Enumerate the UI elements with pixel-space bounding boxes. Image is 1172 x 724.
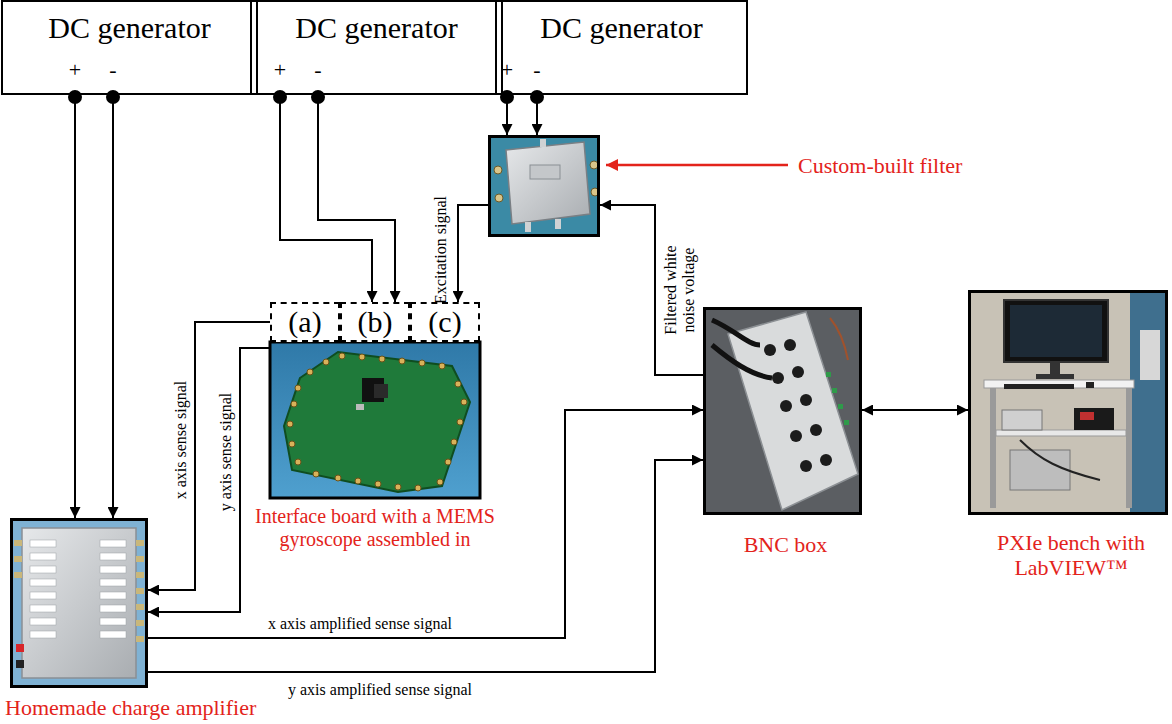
connector-group: (a) (270, 302, 340, 342)
node-label: DC generator (3, 2, 256, 46)
bnc-box-photo (703, 307, 862, 515)
interface-board-photo (270, 342, 480, 498)
connector-group: (b) (340, 302, 410, 342)
terminal-sign: - (533, 58, 540, 82)
signal-wire (318, 95, 395, 302)
bnc-box: BNC box (703, 307, 862, 515)
filter-box: Custom-built filter (488, 135, 600, 237)
generator-box: DC generator (250, 0, 503, 95)
node-label: (c) (428, 304, 461, 340)
node-label: (b) (358, 304, 393, 340)
pxie-bench-photo (968, 290, 1168, 515)
node-label: DC generator (497, 2, 746, 46)
signal-wire (862, 409, 968, 411)
signal-wire (280, 95, 372, 302)
callout-arrow (606, 164, 788, 167)
signal-label: Excitation signal (432, 196, 450, 304)
caption: PXIe bench with LabVIEW™ (971, 530, 1171, 581)
signal-wire (148, 348, 270, 612)
signal-wire (506, 95, 508, 135)
pxie-bench: PXIe bench with LabVIEW™ (968, 290, 1168, 515)
node-label: DC generator (252, 2, 501, 46)
signal-wire (148, 322, 270, 590)
terminal-sign: - (314, 58, 321, 82)
caption: Homemade charge amplifier (5, 695, 256, 720)
signal-label: x axis amplified sense signal (268, 615, 452, 633)
caption: BNC box (686, 532, 885, 557)
caption: Custom-built filter (798, 153, 962, 178)
signal-wire (600, 205, 703, 375)
terminal-sign: + (501, 58, 513, 82)
signal-label: y axis amplified sense signal (288, 681, 472, 699)
terminal-dot (68, 90, 544, 104)
signal-wire (112, 95, 114, 518)
generator-box: DC generator (495, 0, 748, 95)
terminal-sign: - (109, 58, 116, 82)
signal-wire (74, 95, 76, 518)
node-label: (a) (288, 304, 321, 340)
charge-amplifier: Homemade charge amplifier (10, 518, 148, 688)
caption: Interface board with a MEMS gyroscope as… (244, 505, 506, 551)
generator-box: DC generator (1, 0, 258, 95)
charge-amplifier-photo (10, 518, 148, 688)
terminal-sign: + (274, 58, 286, 82)
signal-label: Filtered white noise voltage (662, 235, 699, 345)
signal-label: x axis sense signal (172, 381, 190, 500)
terminal-sign: + (69, 58, 81, 82)
connector-group: (c) (410, 302, 480, 342)
signal-wire (536, 95, 538, 135)
signal-wire (458, 205, 488, 302)
signal-label: y axis sense signal (217, 393, 235, 512)
filter-photo (488, 135, 600, 237)
interface-board: Interface board with a MEMS gyroscope as… (270, 302, 480, 498)
